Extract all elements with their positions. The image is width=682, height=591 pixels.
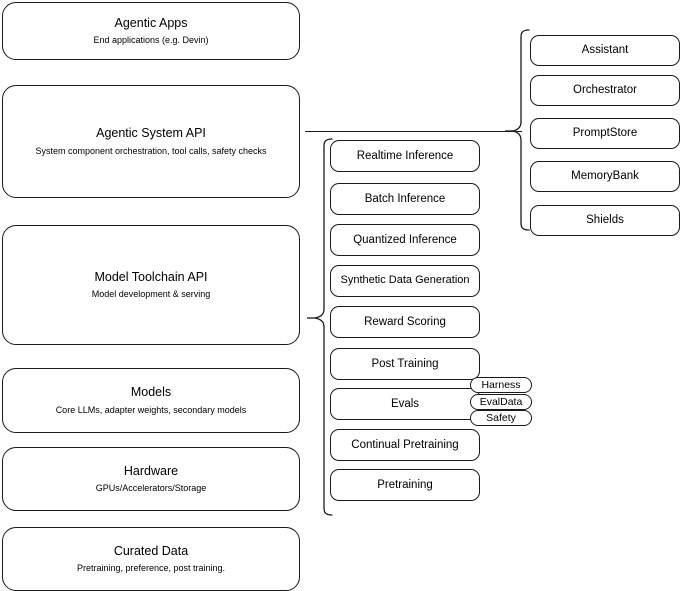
pill-label: Harness [481,379,521,391]
box-label: Continual Pretraining [351,438,459,451]
box-label: Synthetic Data Generation [340,274,470,287]
toolchain-box-realtime-inference[interactable]: Realtime Inference [330,140,480,172]
box-label: Pretraining [377,478,433,491]
evals-pill-safety[interactable]: Safety [470,410,532,426]
box-label: Evals [390,397,420,410]
system-box-orchestrator[interactable]: Orchestrator [530,75,680,106]
layer-title: Models [130,385,172,400]
toolchain-box-synthetic-data-generation[interactable]: Synthetic Data Generation [330,265,480,297]
layer-box-hardware[interactable]: Hardware GPUs/Accelerators/Storage [2,447,300,511]
toolchain-box-reward-scoring[interactable]: Reward Scoring [330,306,480,338]
layer-box-agentic-system-api[interactable]: Agentic System API System component orch… [2,85,300,198]
toolchain-box-quantized-inference[interactable]: Quantized Inference [330,224,480,256]
layer-title: Agentic System API [96,126,206,141]
layer-subtitle: Core LLMs, adapter weights, secondary mo… [55,404,247,415]
box-label: Post Training [371,357,439,370]
box-label: Orchestrator [573,84,637,97]
pill-label: Safety [486,412,516,424]
toolchain-box-continual-pretraining[interactable]: Continual Pretraining [330,429,480,461]
pill-label: EvalData [479,396,523,408]
box-label: Assistant [581,44,629,57]
box-label: Batch Inference [364,192,446,205]
layer-subtitle: Model development & serving [91,289,211,300]
evals-pill-harness[interactable]: Harness [470,377,532,393]
layer-title: Agentic Apps [114,15,188,30]
toolchain-box-pretraining[interactable]: Pretraining [330,469,480,501]
box-label: PromptStore [572,127,638,140]
box-label: MemoryBank [571,170,639,183]
brace-toolchain-components [306,137,333,517]
box-label: Reward Scoring [364,315,446,328]
layer-box-curated-data[interactable]: Curated Data Pretraining, preference, po… [2,527,300,591]
layer-subtitle: GPUs/Accelerators/Storage [95,483,207,494]
layer-subtitle: Pretraining, preference, post training. [76,563,226,574]
layer-subtitle: End applications (e.g. Devin) [93,35,209,46]
system-box-promptstore[interactable]: PromptStore [530,118,680,149]
box-label: Quantized Inference [353,233,457,246]
layer-subtitle: System component orchestration, tool cal… [35,145,267,156]
evals-pill-evaldata[interactable]: EvalData [470,394,532,410]
connector-system-api-to-components [305,131,522,133]
layer-title: Hardware [123,463,179,478]
layer-box-model-toolchain-api[interactable]: Model Toolchain API Model development & … [2,225,300,345]
system-box-assistant[interactable]: Assistant [530,35,680,66]
layer-title: Curated Data [113,543,189,558]
layer-title: Model Toolchain API [94,269,208,284]
layer-box-models[interactable]: Models Core LLMs, adapter weights, secon… [2,368,300,433]
system-box-memorybank[interactable]: MemoryBank [530,161,680,192]
box-label: Realtime Inference [356,149,454,162]
layer-box-agentic-apps[interactable]: Agentic Apps End applications (e.g. Devi… [2,2,300,60]
system-box-shields[interactable]: Shields [530,205,680,236]
box-label: Shields [586,214,624,227]
toolchain-box-batch-inference[interactable]: Batch Inference [330,183,480,215]
toolchain-box-evals[interactable]: Evals [330,388,480,420]
brace-system-components [505,28,531,232]
toolchain-box-post-training[interactable]: Post Training [330,348,480,380]
